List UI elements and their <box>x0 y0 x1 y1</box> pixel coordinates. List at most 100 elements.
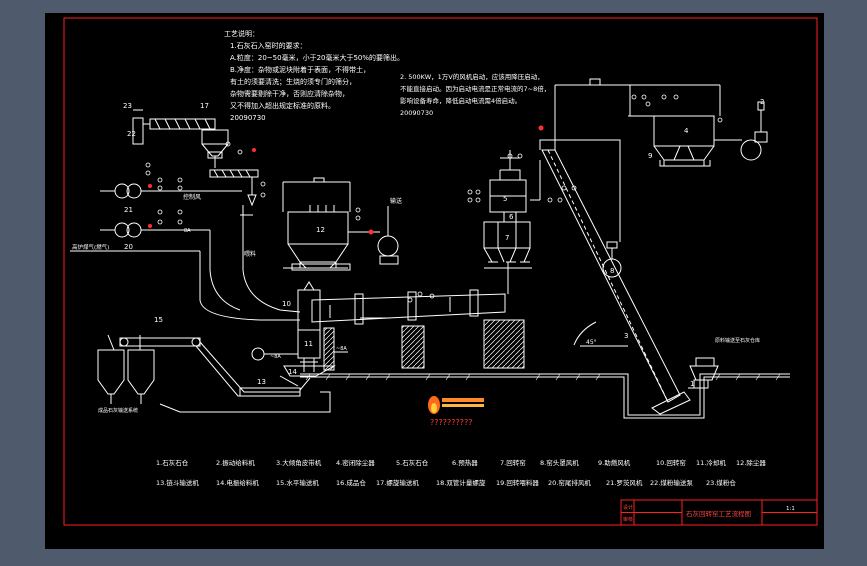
label-17: 17 <box>200 102 209 110</box>
legend-item: 8.窑头罩风机 <box>540 458 579 467</box>
label-2: 2 <box>760 98 764 106</box>
raw-hopper <box>688 357 719 389</box>
notes-heading: 工艺说明： <box>224 29 259 38</box>
cooler <box>279 365 336 387</box>
title-block-row-b: 审核 <box>623 516 633 523</box>
legend-item: 6.预热器 <box>452 458 478 467</box>
process-notes: 工艺说明： 1.石灰石入窑时的要求： A.粒度：20~50毫米，小于20毫米大于… <box>224 29 404 122</box>
label-20: 20 <box>124 243 133 251</box>
legend-item: 13.链斗输送机 <box>156 478 199 487</box>
label-5: 5 <box>503 195 507 203</box>
legend-item: 11.冷却机 <box>696 458 726 467</box>
label-10: 10 <box>282 300 291 308</box>
legend-item: 18.双管计量螺旋 <box>436 478 486 487</box>
drawing-sheet <box>45 13 824 549</box>
id-fan-4 <box>714 101 768 161</box>
valve-markers <box>148 125 544 235</box>
dust-collector-4 <box>554 78 721 167</box>
preheater <box>483 150 541 294</box>
label-fan-b: ~8A <box>336 346 347 352</box>
notes-line: 1.石灰石入窑时的要求： <box>230 41 307 50</box>
legend-item: 19.回转喂料器 <box>496 478 539 487</box>
notes-line: B.净度：杂物或泥块附着于表面，不得带土， <box>230 65 370 74</box>
legend-item: 22.煤粉输送泵 <box>650 478 693 487</box>
legend-item: 15.水平输送机 <box>276 478 319 487</box>
label-fan-c: 8A <box>184 228 191 234</box>
legend-item: 17.螺旋输送机 <box>376 478 419 487</box>
dust-bin-small <box>201 129 229 168</box>
notes-line: A.粒度：20~50毫米，小于20毫米大于50%的要筛出。 <box>230 53 404 62</box>
kiln-foundations <box>323 319 525 371</box>
notes-line: 又不得加入超出规定标准的原料。 <box>230 101 335 110</box>
id-fan-12 <box>348 206 399 265</box>
roots-blower-lower <box>100 222 241 311</box>
coal-bin <box>132 109 150 145</box>
legend-item: 9.助燃风机 <box>598 458 631 467</box>
label-8: 8 <box>610 267 614 275</box>
notes-line: 有土的须要清洗；生烧的须专门的筛分， <box>230 77 356 86</box>
label-12: 12 <box>316 226 325 234</box>
cooler-fan <box>251 347 298 361</box>
label-7: 7 <box>505 234 509 242</box>
legend-item: 12.除尘器 <box>736 458 766 467</box>
roots-blower-upper <box>100 183 242 199</box>
label-4: 4 <box>684 127 689 135</box>
notes2-line: 2. 500KW，1万V的风机启动，应该用降压启动， <box>400 72 544 81</box>
notes2-line: 影响设备寿命，降低启动电流需4倍启动。 <box>400 96 521 105</box>
product-pipe <box>159 391 331 413</box>
label-3: 3 <box>624 332 628 340</box>
notes-date: 20090730 <box>230 114 266 122</box>
label-23: 23 <box>123 102 132 110</box>
label-14: 14 <box>288 368 297 376</box>
label-angle: 45° <box>586 339 597 346</box>
process-diagram <box>70 78 790 419</box>
label-silo-note: 成品石灰输送系统 <box>98 407 138 414</box>
notes2-line: 不能直接启动。因为启动电流是正常电流的7~8倍， <box>400 84 550 93</box>
label-fan-a: ~8A <box>270 354 281 360</box>
drawing-title: 石灰回转窑工艺流程图 <box>686 509 751 518</box>
process-notes-2: 2. 500KW，1万V的风机启动，应该用降压启动， 不能直接启动。因为启动电流… <box>400 72 550 117</box>
legend-item: 20.窑尾排风机 <box>548 478 591 487</box>
label-11: 11 <box>304 340 313 348</box>
label-conveying: 输送 <box>390 197 402 205</box>
drawing-border <box>63 17 818 526</box>
notes2-date: 20090730 <box>400 109 433 117</box>
title-block-row-a: 设计 <box>623 504 633 511</box>
label-21: 21 <box>124 206 133 214</box>
legend-item: 5.石灰石仓 <box>396 458 429 467</box>
product-silos <box>97 334 155 404</box>
label-15: 15 <box>154 316 163 324</box>
instrument-markers <box>145 94 723 303</box>
stamp-text: ?????????? <box>430 418 472 427</box>
rotary-kiln <box>311 289 506 325</box>
legend-item: 1.石灰石仓 <box>156 458 189 467</box>
bucket-elevator <box>541 149 691 415</box>
label-pit-note: 原料输送至石灰仓库 <box>715 337 760 344</box>
kiln-hood <box>297 281 321 372</box>
inclined-conveyor <box>195 341 311 397</box>
legend-item: 14.电振给料机 <box>216 478 259 487</box>
legend-item: 16.成品仓 <box>336 478 366 487</box>
gas-pipe <box>70 250 300 321</box>
fan-9 <box>539 139 622 278</box>
legend-item: 23.煤粉仓 <box>706 478 736 487</box>
label-13: 13 <box>257 378 266 386</box>
title-block: 设计 审核 石灰回转窑工艺流程图 1:1 <box>620 499 818 526</box>
label-control-air: 控制风 <box>183 193 201 201</box>
legend-item: 7.回转窑 <box>500 458 526 467</box>
legend-item: 2.振动给料机 <box>216 458 255 467</box>
legend-item: 21.罗茨风机 <box>606 478 643 487</box>
dust-collector-12 <box>282 177 351 271</box>
logo-stamp: ?????????? <box>428 396 484 427</box>
screw-feeder-2 <box>209 169 301 313</box>
legend-item: 4.密闭除尘器 <box>336 458 375 467</box>
label-6: 6 <box>509 213 514 221</box>
label-1: 1 <box>690 380 694 388</box>
callout-labels: 17 23 22 12 5 6 7 4 9 21 20 15 13 11 10 … <box>72 98 764 414</box>
equipment-legend: 1.石灰石仓 2.振动给料机 3.大倾角皮带机 4.密闭除尘器 5.石灰石仓 6… <box>156 458 766 487</box>
label-9: 9 <box>648 152 652 160</box>
screw-conveyor <box>149 118 216 130</box>
label-22: 22 <box>127 130 136 138</box>
